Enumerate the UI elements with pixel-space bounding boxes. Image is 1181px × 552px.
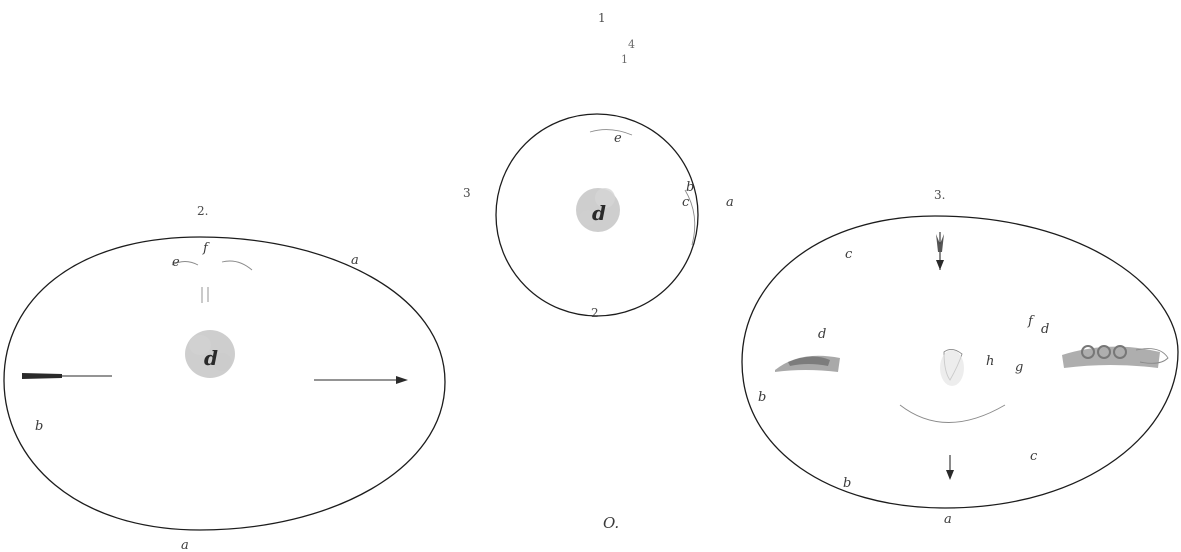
- figure-1-label-e: e: [614, 131, 622, 146]
- figure-1: 1 1 4 d e b c a 3 2: [463, 11, 734, 320]
- figure-2-label-a-bottom: a: [181, 538, 189, 552]
- figure-3-bottom-arrow: [946, 455, 954, 480]
- figure-1-mark-4: 4: [628, 38, 635, 51]
- figure-3-label-b-bottom: b: [843, 476, 851, 491]
- figure-3-number: 3.: [934, 188, 945, 202]
- figure-3-label-f: f: [1027, 314, 1035, 329]
- figure-2-label-b: b: [35, 419, 43, 434]
- figure-1-label-d: d: [592, 201, 606, 225]
- figure-2-number: 2.: [197, 204, 208, 218]
- figure-3-label-h: h: [986, 354, 994, 369]
- figure-3-left-structure: [775, 356, 840, 372]
- figure-3-label-c-bottom: c: [1030, 449, 1038, 464]
- plate-label: O.: [603, 514, 619, 532]
- figure-2-arc-right: [222, 261, 252, 270]
- figure-1-label-b: b: [686, 180, 694, 195]
- figure-3-label-d-right: d: [1041, 322, 1049, 337]
- figure-1-label-c: c: [682, 195, 690, 210]
- figure-3-label-d-left: d: [818, 327, 826, 342]
- figure-1-label-2: 2: [591, 306, 599, 320]
- figure-2: 2. d f e a b a: [4, 204, 445, 552]
- figure-2-stem: [202, 287, 208, 303]
- figure-1-label-a: a: [726, 195, 734, 210]
- figure-2-right-arrow: [314, 376, 408, 384]
- figure-3-right-structure: [1062, 346, 1168, 368]
- figure-2-label-e: e: [172, 255, 180, 270]
- figure-2-label-f: f: [202, 241, 210, 256]
- figure-3-label-b-left: b: [758, 390, 766, 405]
- figure-1-top-arc: [590, 130, 632, 135]
- figure-2-label-d: d: [204, 346, 218, 370]
- figure-1-mark-top: 1: [621, 53, 628, 66]
- figure-2-left-arrow: [22, 373, 112, 379]
- figure-2-label-a-top: a: [351, 253, 359, 268]
- figure-3-label-c-top: c: [845, 247, 853, 262]
- figure-3-label-a: a: [944, 512, 952, 527]
- figure-1-number: 1: [598, 11, 606, 25]
- figure-3-top-arrow: [936, 232, 944, 270]
- figure-3: 3. c d f d h: [742, 188, 1178, 527]
- figure-1-label-3: 3: [463, 186, 471, 200]
- figure-3-label-g: g: [1015, 360, 1023, 375]
- figure-2-outline: [4, 237, 445, 530]
